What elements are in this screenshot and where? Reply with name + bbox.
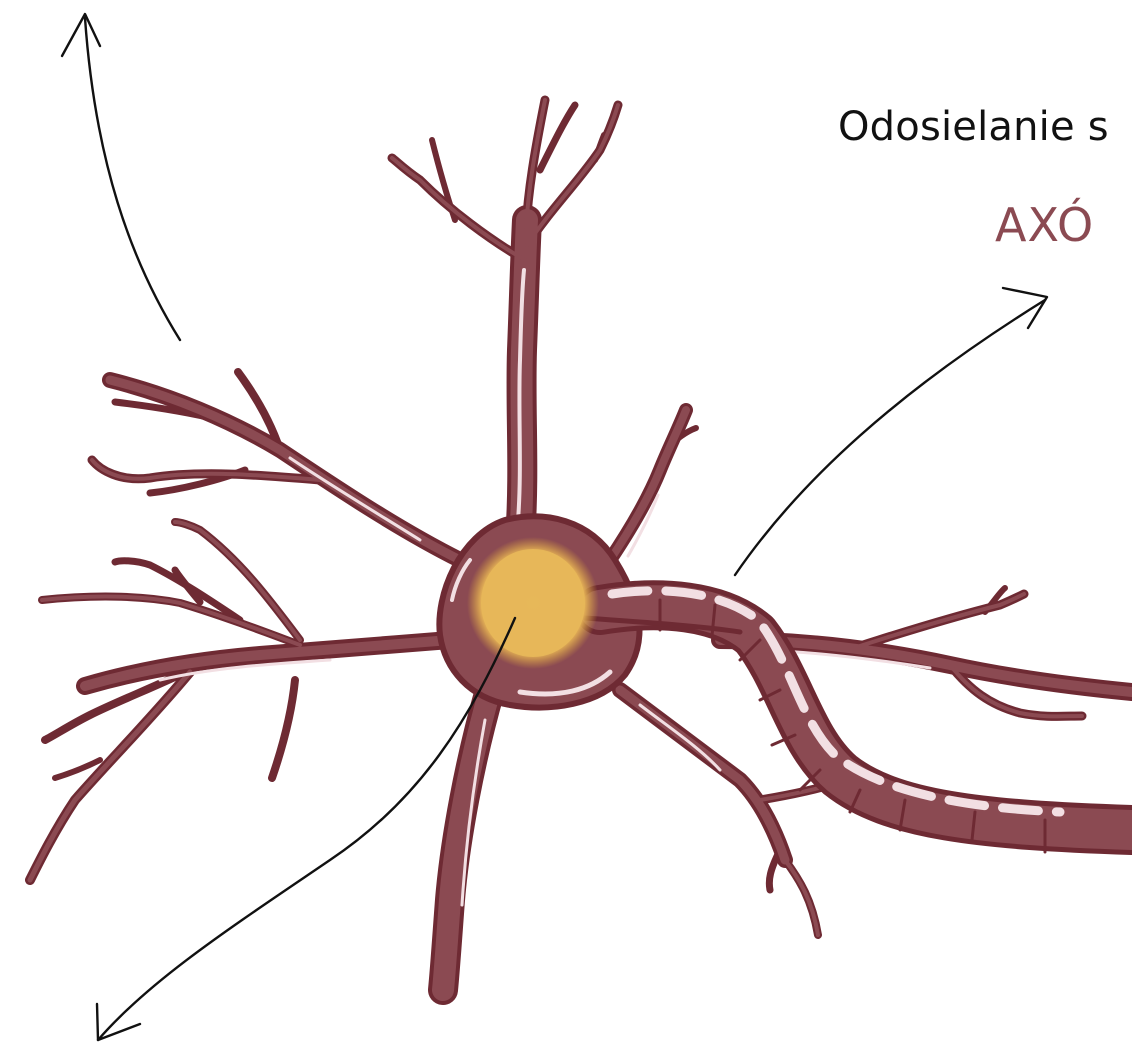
arrow-up-left-icon: [62, 14, 180, 340]
axon-description-label: Odosielanie s: [838, 104, 1109, 150]
dendrite-left-b1: [42, 597, 300, 645]
nucleus: [467, 537, 599, 669]
arrow-up-right-icon: [735, 288, 1047, 575]
dendrite-lower-right-b3: [769, 850, 780, 890]
dendrite-left-b7: [272, 680, 295, 778]
nucleus-core: [481, 549, 585, 657]
dendrite-left-b4: [175, 570, 200, 602]
dendrite-lower-right-b2: [785, 860, 818, 935]
dendrite-lower-right: [620, 690, 785, 860]
axon-title-label: AXÓ: [995, 198, 1094, 252]
